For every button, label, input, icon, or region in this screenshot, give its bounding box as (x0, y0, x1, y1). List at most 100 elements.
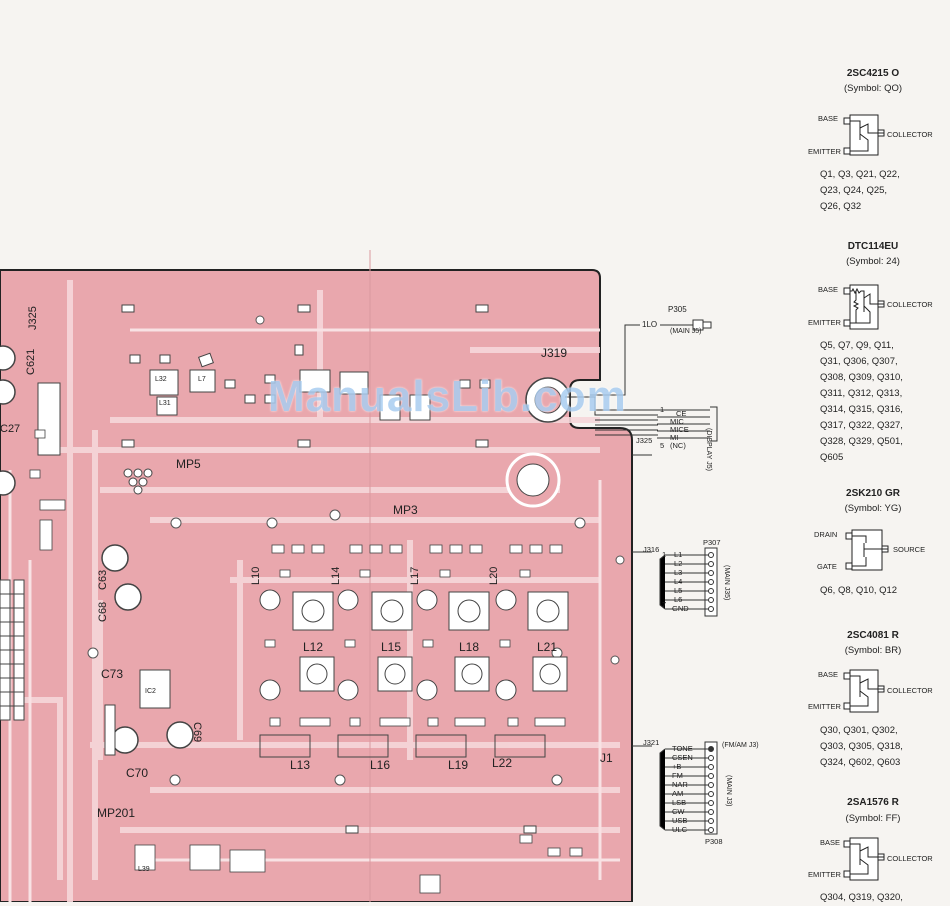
j325-name: J325 (636, 436, 653, 445)
label-j325: J325 (27, 306, 39, 330)
part-5-collector: COLLECTOR (887, 854, 933, 863)
part-1-title: 2SC4215 O (846, 68, 900, 79)
part-2-ref-line: Q311, Q312, Q313, (820, 388, 903, 399)
p307-pin-2: L2 (674, 559, 683, 568)
part-2-refs: Q5, Q7, Q9, Q11, Q31, Q306, Q307, Q308, … (820, 338, 940, 466)
label-c68: C68 (97, 601, 109, 622)
part-1-ref-line: Q23, Q24, Q25, (820, 185, 888, 196)
p308-dest-top: (FM/AM J3) (722, 742, 759, 749)
p308-pin-9: USB (672, 816, 688, 825)
label-l10: L10 (250, 566, 262, 585)
label-l21: L21 (537, 640, 558, 654)
p308-pin-1: TONE (672, 744, 693, 753)
label-l18: L18 (459, 640, 480, 654)
p308-pin-2: CSEN (672, 753, 693, 762)
part-5-base: BASE (820, 838, 841, 847)
j325-pin-5: (NC) (670, 441, 686, 450)
part-3-title: 2SK210 GR (846, 488, 900, 499)
transistor-npn-icon (843, 669, 885, 713)
p305-name: P305 (668, 305, 687, 314)
part-2-emitter: EMITTER (808, 318, 841, 327)
digital-transistor-icon (843, 284, 885, 330)
part-2-symbol: (Symbol: 24) (846, 256, 900, 267)
transistor-pnp-icon (843, 837, 885, 881)
p307-pin-3: L3 (674, 568, 683, 577)
part-4-title: 2SC4081 R (847, 630, 899, 641)
label-c70: C70 (126, 766, 149, 780)
part-2-base: BASE (818, 285, 839, 294)
label-l39: L39 (138, 866, 150, 873)
part-5-emitter: EMITTER (808, 870, 841, 879)
label-ic2: IC2 (145, 688, 156, 695)
p307-last: 7 (662, 600, 667, 609)
part-5-symbol: (Symbol: FF) (845, 813, 901, 824)
p307-pin-4: L4 (674, 577, 683, 586)
p307-pin-1: L1 (674, 550, 683, 559)
j325-connector (657, 406, 718, 442)
p308-dest: (MAIN J3) (725, 775, 732, 807)
part-3-symbol: (Symbol: YG) (844, 503, 902, 514)
p308-name: P308 (705, 837, 723, 846)
label-j319: J319 (541, 346, 568, 360)
part-1-ref-line: Q26, Q32 (820, 201, 862, 212)
label-l15: L15 (381, 640, 402, 654)
part-3-drain: DRAIN (814, 530, 838, 539)
p308-pin-10: ULC (672, 825, 688, 834)
part-2-collector: COLLECTOR (887, 300, 933, 309)
label-l14: L14 (330, 566, 342, 585)
part-2-ref-line: Q308, Q309, Q310, (820, 372, 903, 383)
label-mp5: MP5 (176, 457, 201, 471)
part-1-base: BASE (818, 114, 839, 123)
part-2-title: DTC114EU (847, 241, 899, 252)
label-l13: L13 (290, 758, 311, 772)
label-c27: C27 (0, 423, 21, 435)
part-3-gate: GATE (817, 562, 837, 571)
j325-pin-2: MIC (670, 417, 684, 426)
label-l22: L22 (492, 756, 513, 770)
p307-pin-5: L5 (674, 586, 683, 595)
p308-pin-3: +B (672, 762, 682, 771)
part-2-ref-line: Q5, Q7, Q9, Q11, (820, 340, 894, 351)
label-c63: C63 (97, 569, 109, 590)
p308-jack: J321 (643, 738, 660, 747)
fet-icon (845, 529, 889, 571)
part-5-ref-line: Q304, Q319, Q320, (820, 892, 903, 903)
p305-plug (660, 319, 712, 331)
part-2-ref-line: Q317, Q322, Q327, (820, 420, 903, 431)
label-j1: J1 (600, 751, 613, 765)
part-4-refs: Q30, Q301, Q302, Q303, Q305, Q318, Q324,… (820, 723, 940, 771)
p307-jack: J316 (643, 545, 660, 554)
p308-pin-7: LSB (672, 798, 687, 807)
label-c621: C621 (25, 348, 37, 375)
part-4-ref-line: Q303, Q305, Q318, (820, 741, 903, 752)
part-4-collector: COLLECTOR (887, 686, 933, 695)
watermark: ManualsLib.com (268, 372, 627, 421)
part-1-ref-line: Q1, Q3, Q21, Q22, (820, 169, 900, 180)
p305-wire: 1LO (642, 320, 658, 329)
label-l12: L12 (303, 640, 324, 654)
p308-pin-8: CW (672, 807, 685, 816)
part-2-ref-line: Q314, Q315, Q316, (820, 404, 903, 415)
part-4-symbol: (Symbol: BR) (844, 645, 902, 656)
label-c73: C73 (101, 667, 124, 681)
label-l7: L7 (198, 376, 206, 383)
part-2-ref-line: Q328, Q329, Q501, (820, 436, 903, 447)
part-3-refs: Q6, Q8, Q10, Q12 (820, 583, 940, 599)
j325-pin-4: MI (670, 433, 679, 442)
part-4-base: BASE (818, 670, 839, 679)
j325-pin-3: MICE (670, 425, 689, 434)
p308-pin-5: NAR (672, 780, 688, 789)
j325-dest: (DISPLAY J5) (705, 428, 712, 471)
p307-name: P307 (703, 538, 721, 547)
label-mp201: MP201 (97, 806, 136, 820)
p308-pin-6: AM (672, 789, 684, 798)
part-4-ref-line: Q30, Q301, Q302, (820, 725, 898, 736)
label-l32: L32 (155, 376, 167, 383)
p308-pin-4: FM (672, 771, 683, 780)
part-1-symbol: (Symbol: QO) (843, 83, 903, 94)
part-2-ref-line: Q605 (820, 452, 844, 463)
p305-dest: (MAIN J5) (670, 328, 702, 335)
j325-last: 5 (660, 441, 665, 450)
part-2-ref-line: Q31, Q306, Q307, (820, 356, 898, 367)
